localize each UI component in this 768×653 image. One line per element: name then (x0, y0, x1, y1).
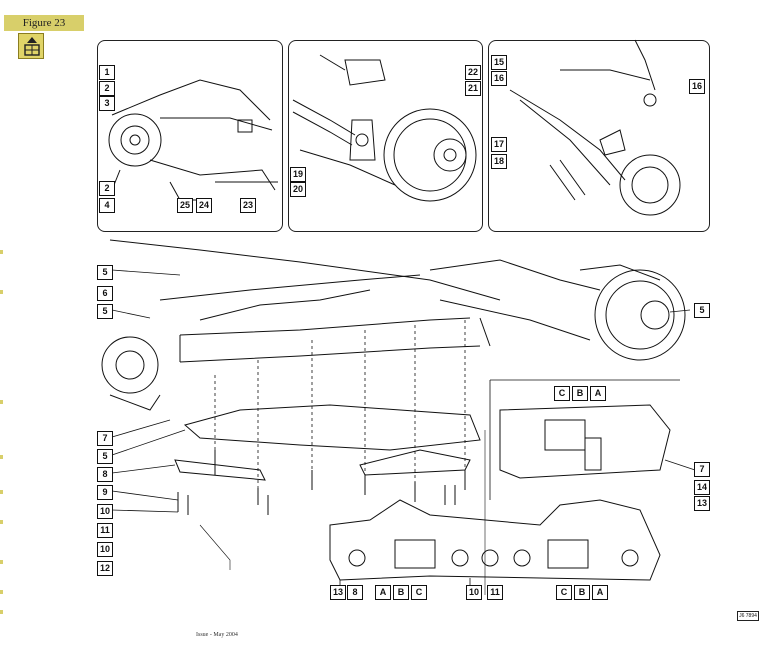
callout-bottom-8: 8 (347, 585, 363, 600)
callout-bottom-C: C (411, 585, 427, 600)
callout-main-10b: 10 (97, 542, 113, 557)
callout-21: 21 (465, 81, 481, 96)
callout-19: 19 (290, 167, 306, 182)
up-arrow-page-icon[interactable] (18, 33, 44, 59)
footer-issue-date: Issue - May 2004 (196, 632, 238, 638)
callout-main-5-right: 5 (694, 303, 710, 318)
callout-bottom-10: 10 (466, 585, 482, 600)
callout-24: 24 (196, 198, 212, 213)
callout-right-A: A (590, 386, 606, 401)
callout-16: 16 (491, 71, 507, 86)
callout-right-14: 14 (694, 480, 710, 495)
margin-tick (0, 400, 3, 404)
callout-right-13: 13 (694, 496, 710, 511)
callout-main-9: 9 (97, 485, 113, 500)
callout-bottom-B: B (393, 585, 409, 600)
margin-tick (0, 610, 3, 614)
margin-tick (0, 490, 3, 494)
callout-main-5b: 5 (97, 304, 113, 319)
callout-16b: 16 (689, 79, 705, 94)
callout-bottom-A2: A (592, 585, 608, 600)
callout-main-8: 8 (97, 467, 113, 482)
detail-panel-2 (288, 40, 483, 232)
callout-right-C: C (554, 386, 570, 401)
page-code: J6 7894 (737, 611, 759, 621)
callout-bottom-11: 11 (487, 585, 503, 600)
margin-tick (0, 520, 3, 524)
callout-2: 2 (99, 81, 115, 96)
margin-tick (0, 590, 3, 594)
callout-main-6: 6 (97, 286, 113, 301)
callout-bottom-B2: B (574, 585, 590, 600)
callout-main-11: 11 (97, 523, 113, 538)
callout-bottom-A: A (375, 585, 391, 600)
callout-17: 17 (491, 137, 507, 152)
callout-main-5c: 5 (97, 449, 113, 464)
callout-23: 23 (240, 198, 256, 213)
callout-right-B: B (572, 386, 588, 401)
callout-main-12: 12 (97, 561, 113, 576)
margin-tick (0, 455, 3, 459)
margin-tick (0, 290, 3, 294)
callout-main-10: 10 (97, 504, 113, 519)
callout-bottom-C2: C (556, 585, 572, 600)
callout-3: 3 (99, 96, 115, 111)
callout-main-7: 7 (97, 431, 113, 446)
margin-tick (0, 560, 3, 564)
figure-title: Figure 23 (4, 15, 84, 31)
detail-panel-3 (488, 40, 710, 232)
margin-tick (0, 250, 3, 254)
callout-main-5: 5 (97, 265, 113, 280)
callout-right-7: 7 (694, 462, 710, 477)
callout-20: 20 (290, 182, 306, 197)
callout-25: 25 (177, 198, 193, 213)
callout-bottom-13: 13 (330, 585, 346, 600)
callout-2b: 2 (99, 181, 115, 196)
callout-22: 22 (465, 65, 481, 80)
callout-18: 18 (491, 154, 507, 169)
callout-15: 15 (491, 55, 507, 70)
callout-4: 4 (99, 198, 115, 213)
callout-1: 1 (99, 65, 115, 80)
